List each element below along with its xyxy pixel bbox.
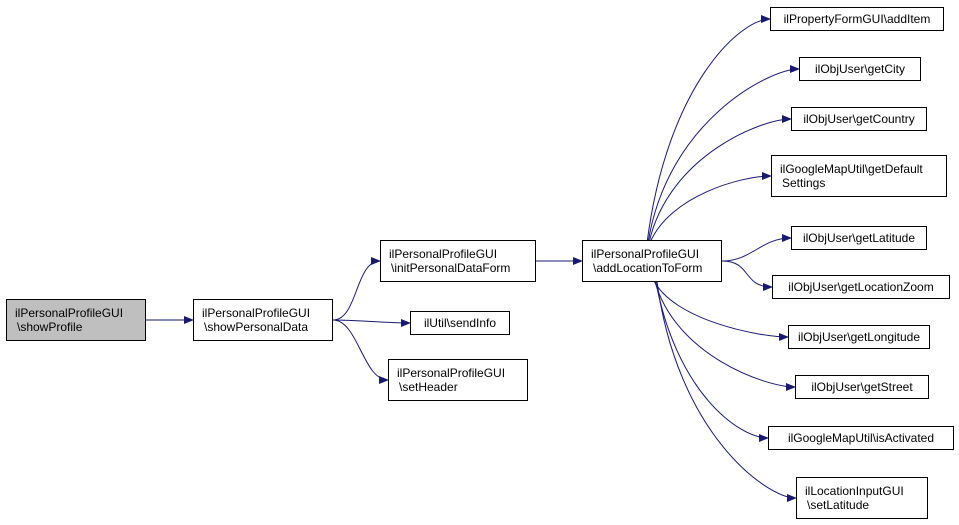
- node-show-personal-data[interactable]: ilPersonalProfileGUI\showPersonalData: [193, 299, 333, 341]
- node-send-info[interactable]: ilUtil\sendInfo: [410, 311, 510, 335]
- node-label: ilUtil\sendInfo: [423, 316, 497, 330]
- node-label: \initPersonalDataForm: [391, 261, 511, 275]
- edge-addLocationToForm-to-isActivated: [655, 279, 769, 442]
- node-set-header[interactable]: ilPersonalProfileGUI\setHeader: [388, 359, 528, 401]
- node-get-country[interactable]: ilObjUser\getCountry: [791, 107, 927, 131]
- node-add-location-to-form[interactable]: ilPersonalProfileGUI\addLocationToForm: [582, 240, 722, 282]
- edge-showPersonalData-to-initPersonalDataForm: [332, 257, 381, 321]
- node-label: ilPersonalProfileGUI: [202, 306, 311, 320]
- node-label: \addLocationToForm: [593, 261, 703, 275]
- node-label: ilObjUser\getLocationZoom: [788, 280, 934, 294]
- edge-addLocationToForm-to-getDefaultSettings: [649, 172, 772, 243]
- edge-showPersonalData-to-sendInfo: [332, 318, 411, 327]
- node-label: ilPersonalProfileGUI: [389, 247, 498, 261]
- node-label: ilPropertyFormGUI\addItem: [783, 12, 931, 26]
- node-label: ilPersonalProfileGUI: [15, 306, 124, 320]
- edge-addLocationToForm-to-getLocationZoom: [721, 260, 773, 291]
- node-label: ilGoogleMapUtil\isActivated: [787, 431, 935, 445]
- edge-addLocationToForm-to-getLongitude: [653, 279, 789, 341]
- edge-addLocationToForm-to-setLatitude: [656, 279, 797, 502]
- edge-addLocationToForm-to-getCountry: [648, 115, 792, 243]
- node-get-latitude[interactable]: ilObjUser\getLatitude: [791, 226, 927, 250]
- node-get-street[interactable]: ilObjUser\getStreet: [795, 375, 929, 399]
- node-label: ilObjUser\getCity: [814, 62, 906, 76]
- node-add-item[interactable]: ilPropertyFormGUI\addItem: [770, 7, 944, 31]
- edge-addLocationToForm-to-getCity: [647, 65, 800, 243]
- edge-addLocationToForm-to-addItem: [646, 15, 771, 243]
- node-label: ilPersonalProfileGUI: [397, 366, 506, 380]
- node-get-city[interactable]: ilObjUser\getCity: [799, 57, 921, 81]
- node-label: ilObjUser\getStreet: [811, 380, 913, 394]
- edge-showPersonalData-to-setHeader: [332, 319, 389, 384]
- node-show-profile: ilPersonalProfileGUI\showProfile: [6, 299, 146, 341]
- node-label: \showProfile: [17, 320, 83, 334]
- node-label: ilGoogleMapUtil\getDefault: [780, 162, 923, 176]
- node-is-activated[interactable]: ilGoogleMapUtil\isActivated: [768, 426, 954, 450]
- node-init-personal-data-form[interactable]: ilPersonalProfileGUI\initPersonalDataFor…: [380, 240, 536, 282]
- node-get-location-zoom[interactable]: ilObjUser\getLocationZoom: [772, 275, 950, 299]
- node-label: \setHeader: [399, 380, 458, 394]
- edge-addLocationToForm-to-getStreet: [654, 279, 796, 391]
- node-label: ilLocationInputGUI: [805, 484, 904, 498]
- node-label: Settings: [782, 176, 826, 190]
- node-label: ilPersonalProfileGUI: [591, 247, 700, 261]
- node-label: ilObjUser\getLongitude: [797, 330, 921, 344]
- node-label: ilObjUser\getCountry: [803, 112, 915, 126]
- node-set-latitude[interactable]: ilLocationInputGUI\setLatitude: [796, 477, 928, 519]
- node-get-longitude[interactable]: ilObjUser\getLongitude: [788, 325, 930, 349]
- node-label: ilObjUser\getLatitude: [802, 231, 916, 245]
- node-label: \showPersonalData: [204, 320, 309, 334]
- node-label: \setLatitude: [807, 498, 870, 512]
- edge-addLocationToForm-to-getLatitude: [721, 234, 792, 262]
